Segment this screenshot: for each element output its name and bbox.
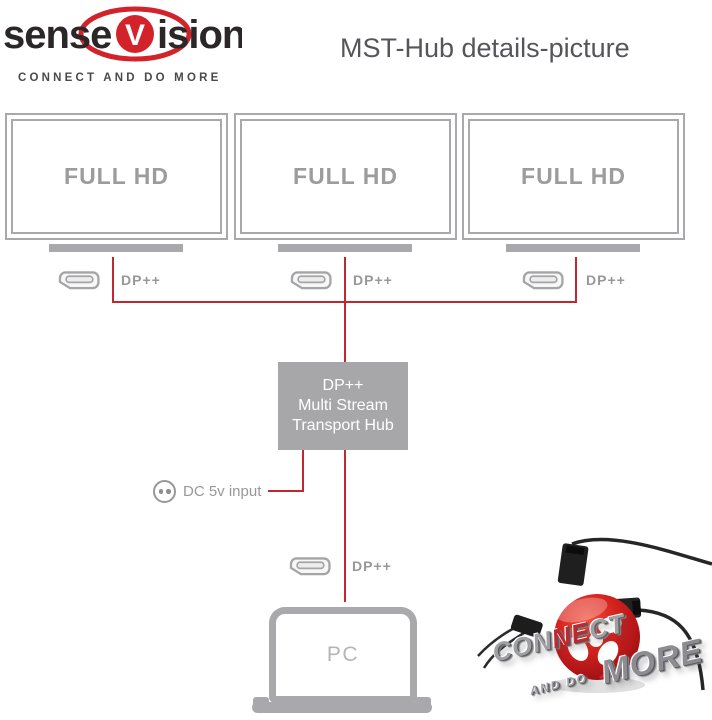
page-title: MST-Hub details-picture [340,33,630,63]
displayport-icon-2 [290,271,332,290]
displayport-icon-1 [58,271,100,290]
pc-label: PC [326,643,360,666]
laptop-base [252,702,432,713]
monitor-1: FULL HD [5,113,228,240]
laptop-screen: PC [269,607,417,703]
hub-line-2: Multi Stream [298,397,388,414]
mst-hub-box: DP++ Multi Stream Transport Hub [278,362,408,450]
monitor-3-label: FULL HD [521,163,626,189]
cable-power-vertical [302,450,304,492]
monitor-2-stand [278,244,412,252]
monitor-2-screen: FULL HD [240,119,451,234]
brand-tagline: CONNECT AND DO MORE [18,72,221,84]
brand-wordmark-left: sense [3,13,111,57]
red-ribbon-accent [599,671,630,682]
ball-shadow [549,677,645,693]
dp-label-pc: DP++ [352,558,392,574]
monitor-1-label: FULL HD [64,163,169,189]
hub-line-1: DP++ [322,377,364,394]
usb-cable-left-2 [482,631,525,669]
monitor-3: FULL HD [462,113,685,240]
cable-hub-to-pc [344,450,346,602]
brand-wordmark-right: ision [157,13,242,57]
brand-logo: sense V ision CONNECT AND DO MORE [3,6,242,84]
dp-label-1: DP++ [121,272,161,288]
laptop-hinge-left [253,697,269,705]
branch-emblem-icon [567,616,622,666]
footer-3d-logo: CONNECT AND DO MORE [460,530,712,720]
laptop-hinge-right [415,697,431,705]
monitor-3-screen: FULL HD [468,119,679,234]
dp-label-3: DP++ [586,272,626,288]
monitor-2: FULL HD [234,113,457,240]
brand-v-badge [116,15,154,53]
displayport-icon-pc [289,557,331,576]
displayport-icon-3 [522,271,564,290]
cable-monitor-3-drop [575,257,577,303]
cable-ball-graphic [477,537,712,693]
monitor-3-stand [506,244,640,252]
cable-bus-horizontal [112,301,577,303]
brand-v-letter: V [125,19,145,52]
cable-power-horizontal [268,490,304,492]
monitor-1-screen: FULL HD [11,119,222,234]
power-label: DC 5v input [183,483,262,500]
usb-plug-left-icon [510,614,543,638]
cable-monitor-2-drop [344,257,346,362]
monitor-1-stand [49,244,183,252]
monitor-2-label: FULL HD [293,163,398,189]
dp-label-2: DP++ [353,272,393,288]
usb-plug-top-icon [557,543,589,586]
hub-line-3: Transport Hub [292,417,394,434]
cable-monitor-1-drop [112,257,114,303]
ball-highlight [556,597,608,623]
power-plug-icon [153,480,176,503]
usb-cable-right [637,608,705,691]
brand-eye-swoosh-icon [78,6,192,62]
usb-cable-top [571,537,712,566]
